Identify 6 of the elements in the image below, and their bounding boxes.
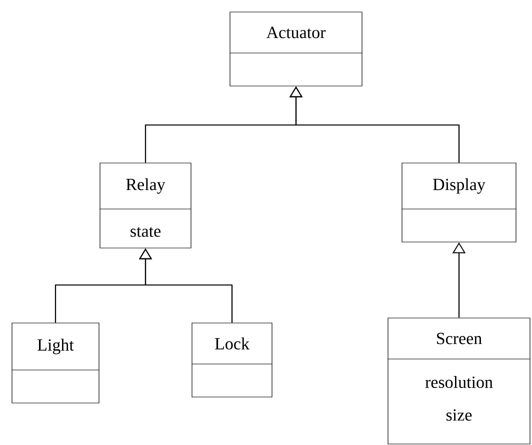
class-box: Relay state — [100, 162, 192, 248]
class-box: Lock — [192, 322, 272, 398]
class-box: Actuator — [230, 12, 362, 86]
class-box: Light — [12, 322, 100, 404]
class-box: Display — [402, 162, 516, 242]
class-box: Screen resolution size — [388, 318, 530, 444]
